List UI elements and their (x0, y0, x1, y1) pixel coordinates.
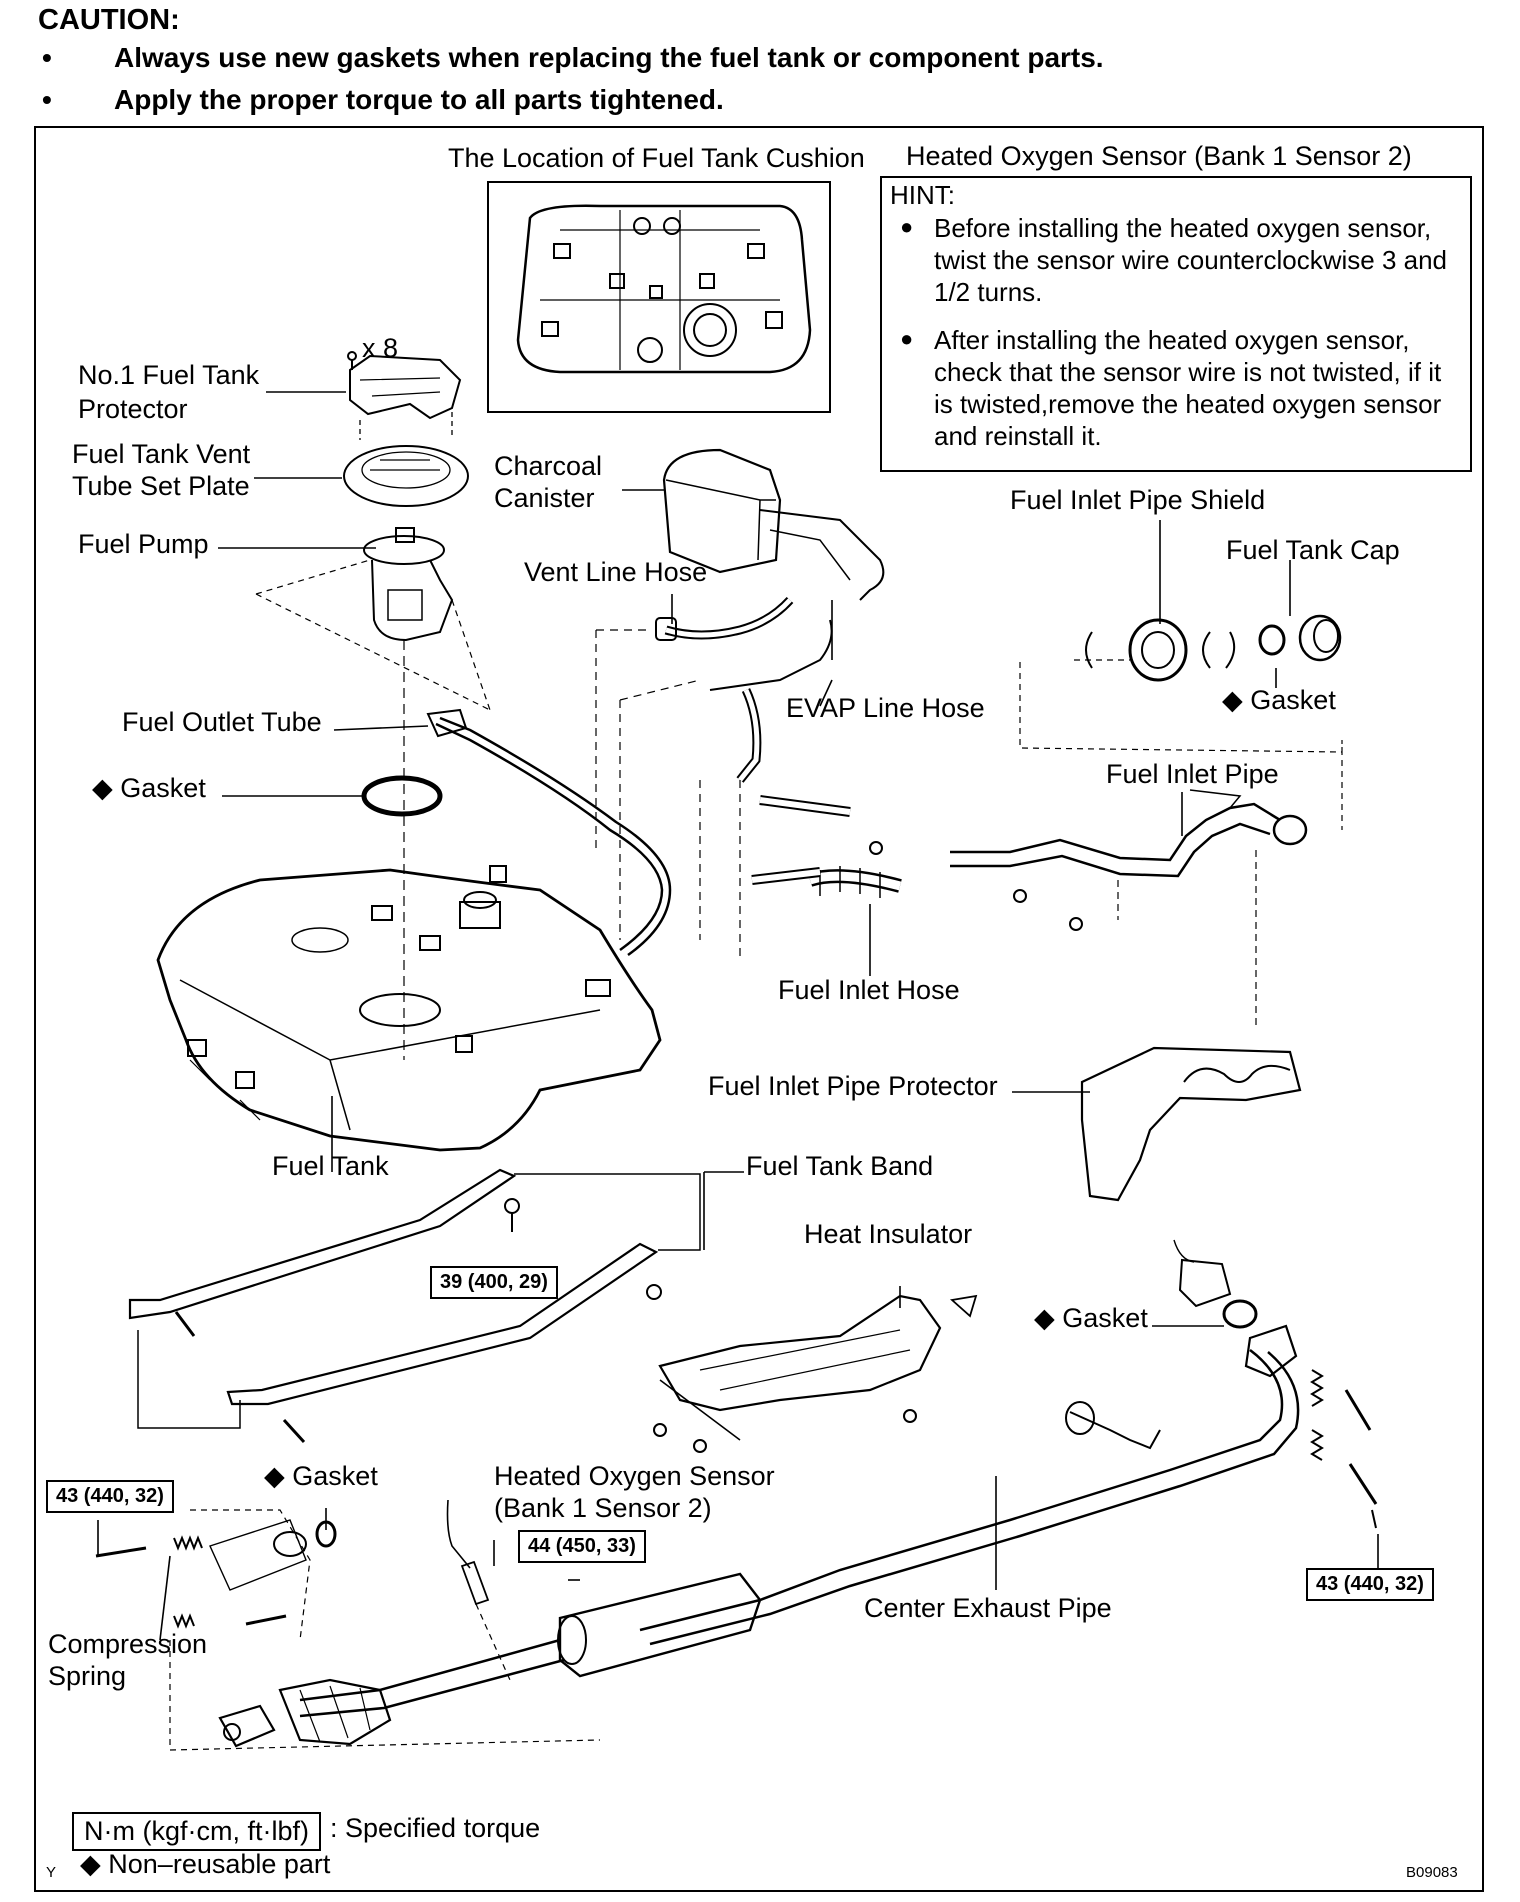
hint-bullet-icon: ● (900, 214, 914, 239)
torque-rear-flange: 43 (440, 32) (1306, 1568, 1434, 1601)
diagram-frame (34, 126, 1484, 1892)
torque-oxygen-sensor: 44 (450, 33) (518, 1530, 646, 1563)
bolt-count-label: x 8 (362, 333, 399, 363)
figure-code: B09083 (1406, 1864, 1458, 1881)
hint-item-1: Before installing the heated oxygen sens… (934, 213, 1448, 307)
nonreusable-diamond-icon: ◆ (80, 1849, 101, 1879)
nonreusable-diamond-icon: ◆ (92, 773, 113, 803)
hint-title: HINT: (890, 180, 955, 210)
label-vent-line-hose: Vent Line Hose (524, 557, 708, 587)
label-gasket-cap: ◆ Gasket (1222, 685, 1336, 715)
label-fuel-tank-protector: No.1 Fuel Tank Protector (78, 360, 260, 424)
label-fuel-tank: Fuel Tank (272, 1151, 389, 1181)
label-fuel-tank-cap: Fuel Tank Cap (1226, 535, 1400, 565)
label-gasket-front: ◆ Gasket (264, 1461, 378, 1491)
label-center-exhaust-pipe: Center Exhaust Pipe (864, 1593, 1112, 1623)
caution-bullet-2: •Apply the proper torque to all parts ti… (42, 84, 724, 115)
label-fuel-inlet-hose: Fuel Inlet Hose (778, 975, 960, 1005)
label-heated-oxygen-sensor: Heated Oxygen Sensor (Bank 1 Sensor 2) (494, 1461, 775, 1523)
nonreusable-diamond-icon: ◆ (1222, 685, 1243, 715)
hint-bullet-icon: ● (900, 326, 914, 351)
hint-box: HINT: ● Before installing the heated oxy… (880, 176, 1472, 472)
legend-torque-unit: N·m (kgf·cm, ft·lbf) (72, 1812, 321, 1851)
torque-fuel-tank-band: 39 (400, 29) (430, 1266, 558, 1299)
label-vent-tube-set-plate: Fuel Tank Vent Tube Set Plate (72, 439, 251, 501)
hint-item-2: After installing the heated oxygen senso… (934, 325, 1442, 451)
label-gasket-exhaust: ◆ Gasket (1034, 1303, 1148, 1333)
label-fuel-inlet-pipe-shield: Fuel Inlet Pipe Shield (1010, 485, 1266, 515)
caution-title: CAUTION: (38, 4, 180, 36)
label-fuel-inlet-pipe-protector: Fuel Inlet Pipe Protector (708, 1071, 998, 1101)
inset-title: The Location of Fuel Tank Cushion (448, 143, 865, 173)
torque-front-flange: 43 (440, 32) (46, 1480, 174, 1513)
label-charcoal-canister: Charcoal Canister (494, 451, 603, 513)
label-compression-spring: Compression Spring (48, 1629, 208, 1691)
label-fuel-outlet-tube: Fuel Outlet Tube (122, 707, 322, 737)
label-fuel-pump: Fuel Pump (78, 529, 209, 559)
label-gasket-pump: ◆ Gasket (92, 773, 206, 803)
nonreusable-diamond-icon: ◆ (1034, 1303, 1055, 1333)
corner-mark: Y (46, 1864, 57, 1881)
nonreusable-diamond-icon: ◆ (264, 1461, 285, 1491)
label-fuel-tank-band: Fuel Tank Band (746, 1151, 934, 1181)
label-evap-line-hose: EVAP Line Hose (786, 693, 985, 723)
hint-header: Heated Oxygen Sensor (Bank 1 Sensor 2) (906, 141, 1412, 171)
label-fuel-inlet-pipe: Fuel Inlet Pipe (1106, 759, 1279, 789)
legend-torque-desc: : Specified torque (330, 1813, 541, 1843)
caution-bullet-1: •Always use new gaskets when replacing t… (42, 42, 1104, 73)
legend-nonreusable: ◆ Non–reusable part (80, 1849, 331, 1879)
label-heat-insulator: Heat Insulator (804, 1219, 973, 1249)
